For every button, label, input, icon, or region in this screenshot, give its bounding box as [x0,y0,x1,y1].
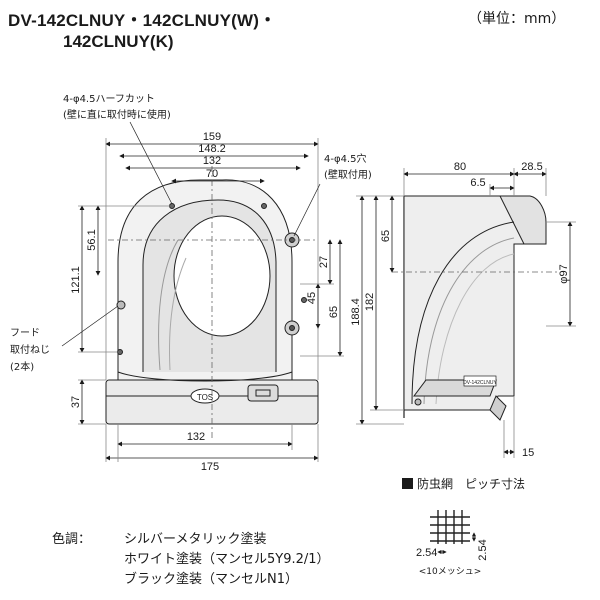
mesh-pitch-a: 2.54 [416,547,437,559]
hood-screw [116,300,126,310]
bottom-rim [117,371,293,382]
half-cut-note-line2: (壁に直に取付時に使用) [63,110,171,121]
tos-label: TOS [197,393,213,402]
dim-28: 28.5 [521,161,542,173]
side-view: 80 28.5 6.5 65 188.4 182 φ97 15 DV-142CL… [350,161,576,459]
unit-label: （単位：mm） [468,11,566,27]
model-title-line2: 142CLNUY(K) [63,32,174,51]
dim-80: 80 [454,161,466,173]
mesh-pitch-detail: 2.54 2.54 <10メッシュ> [416,510,489,577]
pitch-label: ピッチ寸法 [465,477,526,491]
inner-curve-shade [435,253,515,405]
dim-6: 6.5 [470,177,485,189]
dim-70: 70 [206,168,218,180]
color-option: ホワイト塗装（マンセル5Y9.2/1） [124,552,330,567]
dim-45: 45 [306,292,318,304]
nameplate [463,375,497,387]
color-option: ブラック塗装（マンセルN1） [124,572,298,587]
wall-hole-note: 4-φ4.5穴 (壁取付用) [324,152,372,184]
dim-132-top: 132 [203,155,221,167]
filter-tab-grip [255,389,271,397]
mesh-pitch-b: 2.54 [477,539,489,560]
leader-hood-screw [61,305,119,347]
dim-56: 56.1 [86,229,98,250]
duct-opening [173,215,271,337]
half-cut-mark [169,203,175,209]
wall-hole-note-line2: (壁取付用) [324,170,372,181]
dim-175: 175 [201,461,219,473]
dim-65: 65 [380,230,392,242]
dim-132-bottom: 132 [187,431,205,443]
hood-screw-note-line3: (2本) [10,362,35,373]
front-view: 159 148.2 132 70 132 175 56.1 121.1 37 2… [61,121,344,473]
drain-tab [489,395,507,421]
model-title-line1: DV-142CLNUY・142CLNUY(W)・ [8,11,277,30]
half-cut-note-line1: 4-φ4.5ハーフカット [63,94,155,105]
hood-screw-note-line1: フード [10,328,40,339]
dim-121: 121.1 [70,266,82,294]
dim-188: 188.4 [350,298,362,326]
inner-curve-shade [423,237,515,405]
dim-65-front: 65 [328,306,340,318]
dim-27: 27 [318,256,330,268]
wall-hole-lower-center [289,325,295,331]
side-screw [414,398,422,406]
dim-37: 37 [70,396,82,408]
half-cut-mark [261,203,267,209]
mesh-legend-square [402,478,413,489]
leader-wall-hole [293,183,321,237]
hood-screw-note: フード 取付ねじ (2本) [10,325,50,376]
nameplate-label: DV-142CLNUY [463,380,497,386]
half-cut-mark [301,297,307,303]
shading-line [169,257,187,371]
half-cut-note: 4-φ4.5ハーフカット (壁に直に取付時に使用) [63,92,171,124]
color-options-label: 色調： [52,532,92,547]
leader-half-cut [129,121,173,205]
dim-15: 15 [522,447,534,459]
dim-148: 148.2 [198,143,226,155]
duct-flange [499,195,547,245]
dim-182: 182 [364,293,376,311]
hood-screw-note-line2: 取付ねじ [10,345,50,356]
color-options: 色調： シルバーメタリック塗装 ホワイト塗装（マンセル5Y9.2/1） ブラック… [52,530,330,590]
inner-curve [411,221,515,405]
shading-line [158,239,179,371]
wall-hole-note-line1: 4-φ4.5穴 [324,154,367,165]
color-option: シルバーメタリック塗装 [124,532,267,547]
filter-tab [247,384,279,402]
dim-97: φ97 [558,264,570,283]
mesh-legend: 防虫網ピッチ寸法 [402,475,525,492]
dim-159: 159 [203,131,221,143]
mesh-legend-label: 防虫網 [417,477,454,491]
mesh-count: <10メッシュ> [419,567,482,577]
half-cut-mark [117,349,123,355]
